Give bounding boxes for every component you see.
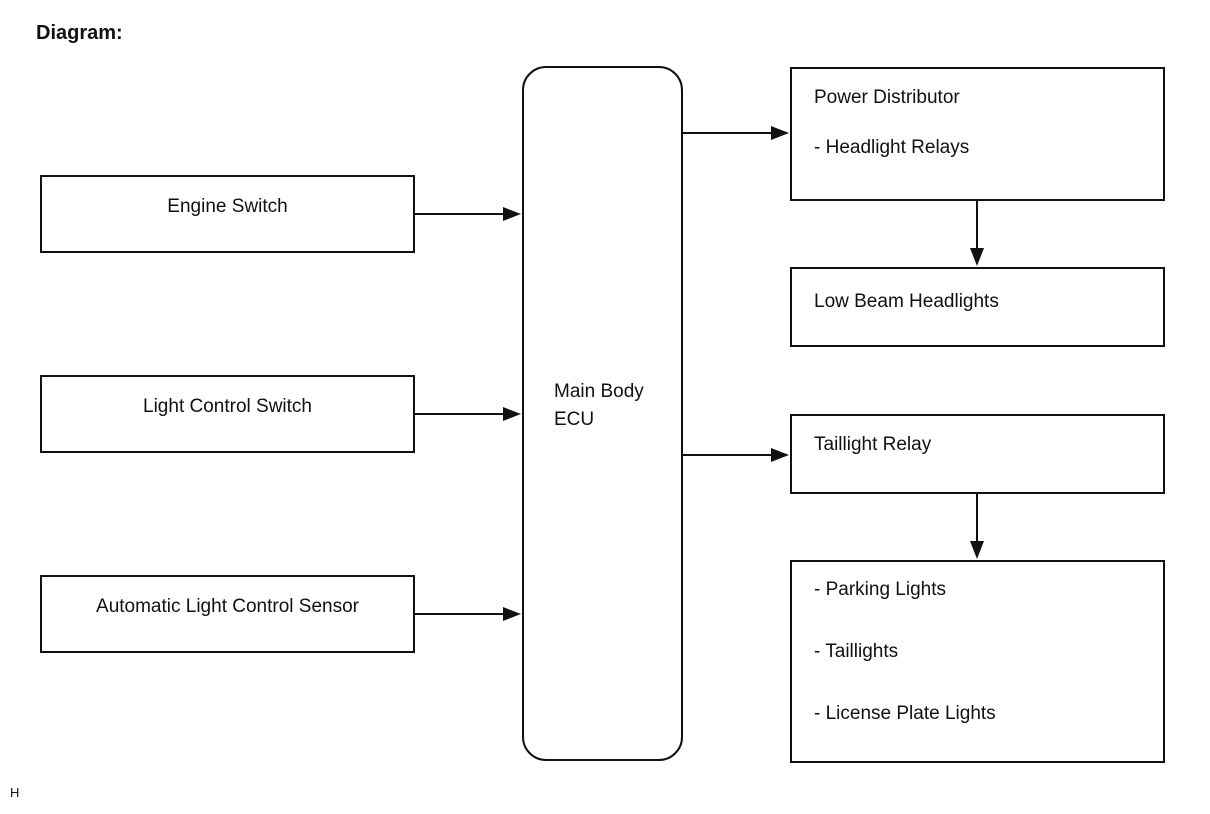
taillight-relay-node: Taillight Relay xyxy=(790,414,1165,494)
low-beam-headlights-node: Low Beam Headlights xyxy=(790,267,1165,347)
light-control-switch-node: Light Control Switch xyxy=(40,375,415,453)
engine-switch-node: Engine Switch xyxy=(40,175,415,253)
automatic-light-control-sensor-label: Automatic Light Control Sensor xyxy=(96,596,359,617)
page-footer-label: H xyxy=(10,785,20,800)
parking-lights-label: - Parking Lights xyxy=(814,579,947,600)
page-title: Diagram: xyxy=(36,22,123,44)
main-body-ecu-node: Main Body ECU xyxy=(522,66,683,761)
taillights-label: - Taillights xyxy=(814,641,899,662)
engine-switch-label: Engine Switch xyxy=(167,196,288,217)
license-plate-lights-label: - License Plate Lights xyxy=(814,703,996,724)
automatic-light-control-sensor-node: Automatic Light Control Sensor xyxy=(40,575,415,653)
power-distributor-label: Power Distributor xyxy=(814,87,960,108)
headlight-relays-label: - Headlight Relays xyxy=(814,137,970,158)
taillight-relay-label: Taillight Relay xyxy=(814,434,932,455)
main-body-ecu-label: Main Body ECU xyxy=(554,381,644,430)
rear-lights-node: - Parking Lights - Taillights - License … xyxy=(790,560,1165,763)
low-beam-headlights-label: Low Beam Headlights xyxy=(814,291,999,312)
light-control-switch-label: Light Control Switch xyxy=(143,396,312,417)
power-distributor-node: Power Distributor - Headlight Relays xyxy=(790,67,1165,201)
